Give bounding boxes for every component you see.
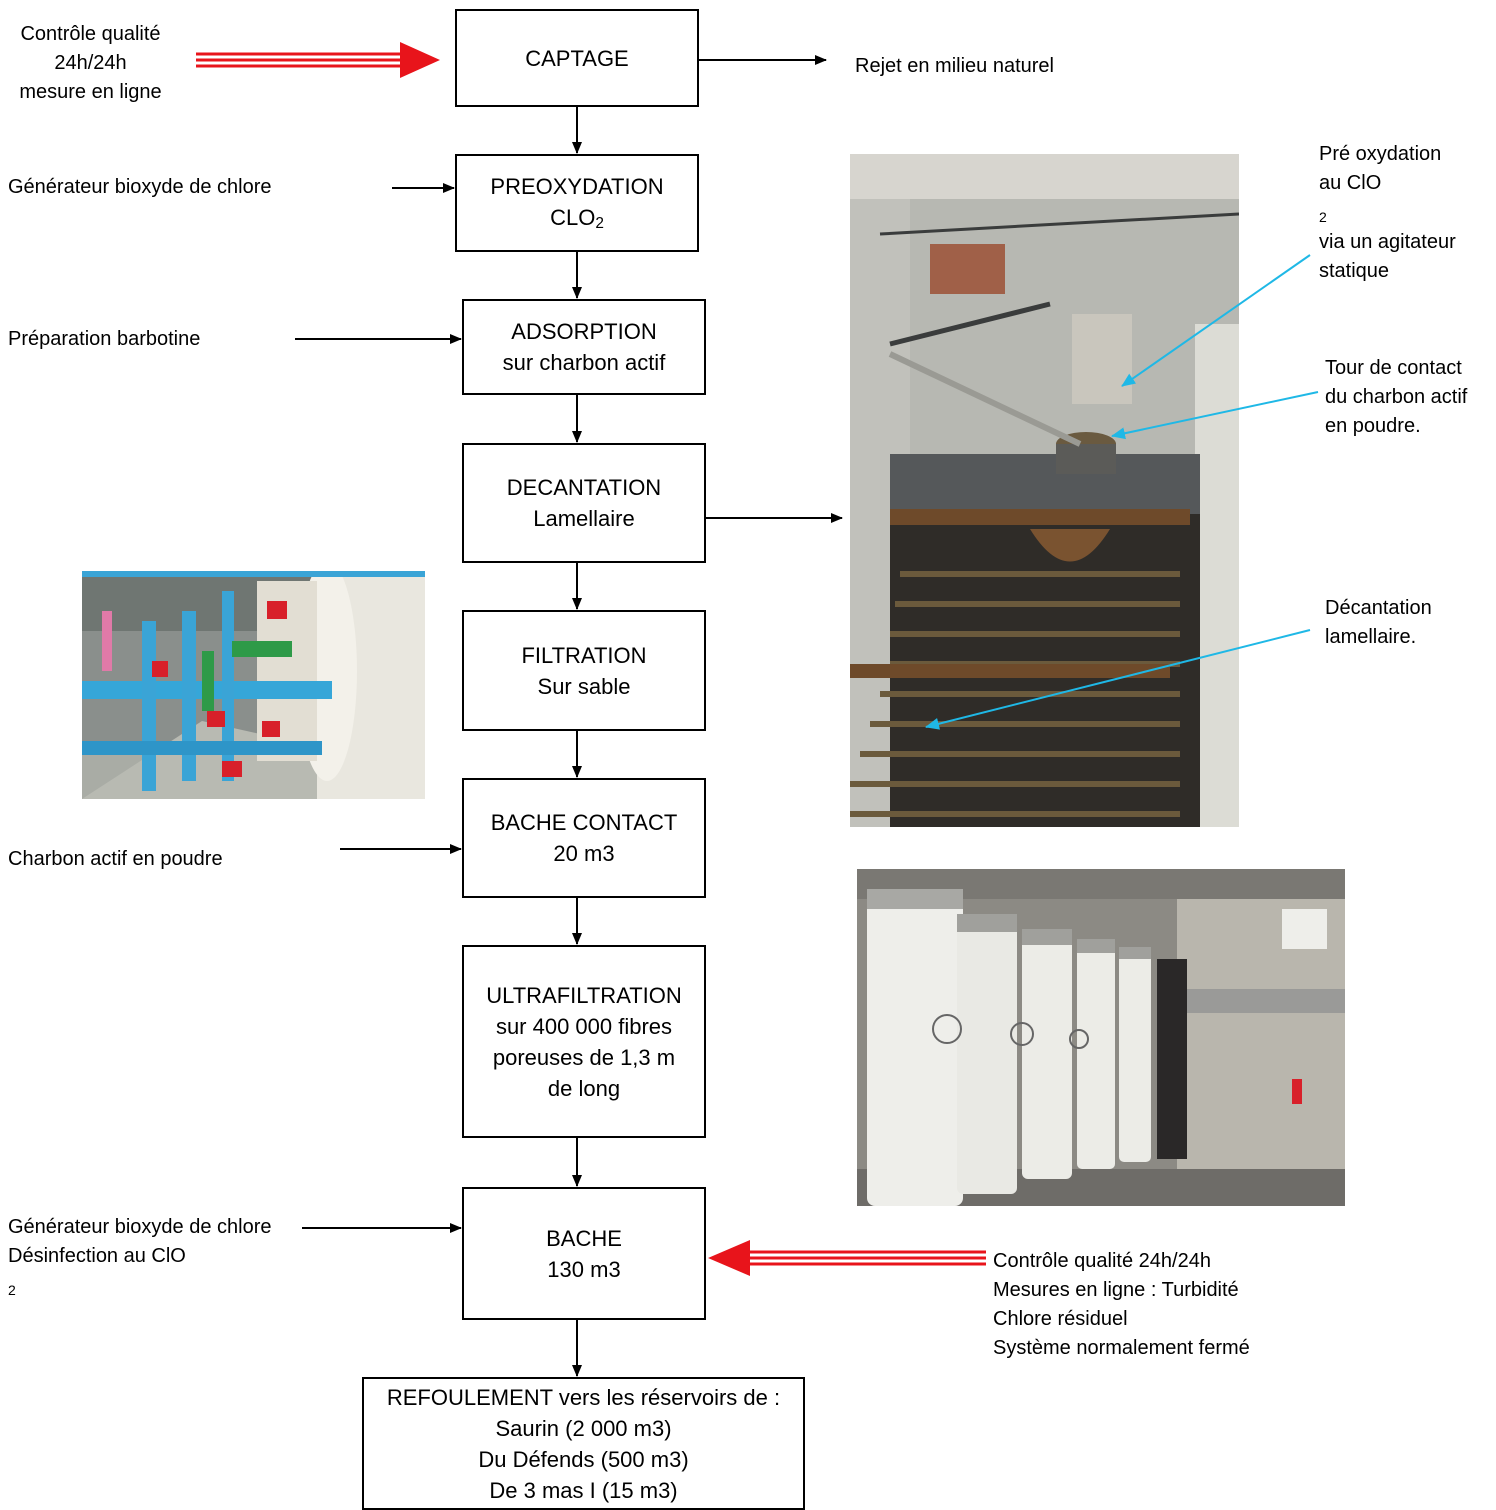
decantation-lamellaire-annotation: Décantation lamellaire. <box>1325 597 1432 648</box>
bache-box: BACHE 130 m3 <box>462 1187 706 1320</box>
adsorption-detail: sur charbon actif <box>502 350 666 375</box>
tour-contact-annotation: Tour de contact du charbon actif en poud… <box>1325 357 1468 437</box>
bache-label: BACHE <box>546 1225 622 1251</box>
preoxydation-chemical: CLO2 <box>550 204 604 233</box>
controle-bottom-label: Contrôle qualité 24h/24h Mesures en lign… <box>993 1250 1250 1359</box>
ultrafiltration-detail-2: poreuses de 1,3 m <box>492 1044 676 1070</box>
refoulement-reservoir-3: De 3 mas I (15 m3) <box>489 1477 678 1503</box>
ultrafiltration-label: ULTRAFILTRATION <box>486 982 682 1008</box>
captage-label: CAPTAGE <box>525 45 629 71</box>
refoulement-reservoir-2: Du Défends (500 m3) <box>478 1446 689 1472</box>
controle-top-label: Contrôle qualité 24h/24h mesure en ligne <box>19 23 162 103</box>
ultrafiltration-box: ULTRAFILTRATION sur 400 000 fibres poreu… <box>462 945 706 1138</box>
filtration-box: FILTRATION Sur sable <box>462 610 706 731</box>
ultrafiltration-modules-photo <box>857 869 1345 1206</box>
decantation-box: DECANTATION Lamellaire <box>462 443 706 563</box>
charbon-label: Charbon actif en poudre <box>8 848 223 870</box>
preoxydation-label: PREOXYDATION <box>490 173 664 199</box>
bache-volume: 130 m3 <box>547 1256 621 1282</box>
decantation-detail: Lamellaire <box>533 506 635 531</box>
ultrafiltration-detail-1: sur 400 000 fibres <box>495 1013 673 1039</box>
ultrafiltration-detail-3: de long <box>547 1075 621 1101</box>
adsorption-box: ADSORPTION sur charbon actif <box>462 299 706 395</box>
filtration-detail: Sur sable <box>537 673 631 699</box>
quality-control-arrow-top <box>196 42 440 78</box>
decantation-label: DECANTATION <box>506 475 662 500</box>
refoulement-reservoir-1: Saurin (2 000 m3) <box>495 1415 672 1441</box>
refoulement-label: REFOULEMENT vers les réservoirs de : <box>386 1384 781 1410</box>
preoxydation-box: PREOXYDATION CLO2 <box>455 154 699 252</box>
captage-box: CAPTAGE <box>455 9 699 107</box>
pipework-photo <box>82 571 425 799</box>
bache-contact-volume: 20 m3 <box>553 841 615 866</box>
filtration-label: FILTRATION <box>521 642 647 668</box>
quality-control-arrow-bottom <box>708 1240 986 1276</box>
rejet-label: Rejet en milieu naturel <box>855 55 1054 77</box>
bache-contact-label: BACHE CONTACT <box>490 810 678 835</box>
generateur-desinfection-label: Générateur bioxyde de chlore Désinfectio… <box>8 1216 272 1298</box>
decanter-photo <box>850 154 1239 827</box>
bache-contact-box: BACHE CONTACT 20 m3 <box>462 778 706 898</box>
preparation-label: Préparation barbotine <box>8 328 201 350</box>
adsorption-label: ADSORPTION <box>511 319 657 344</box>
generateur-label-1: Générateur bioxyde de chlore <box>8 176 272 198</box>
refoulement-box: REFOULEMENT vers les réservoirs de : Sau… <box>362 1377 805 1510</box>
